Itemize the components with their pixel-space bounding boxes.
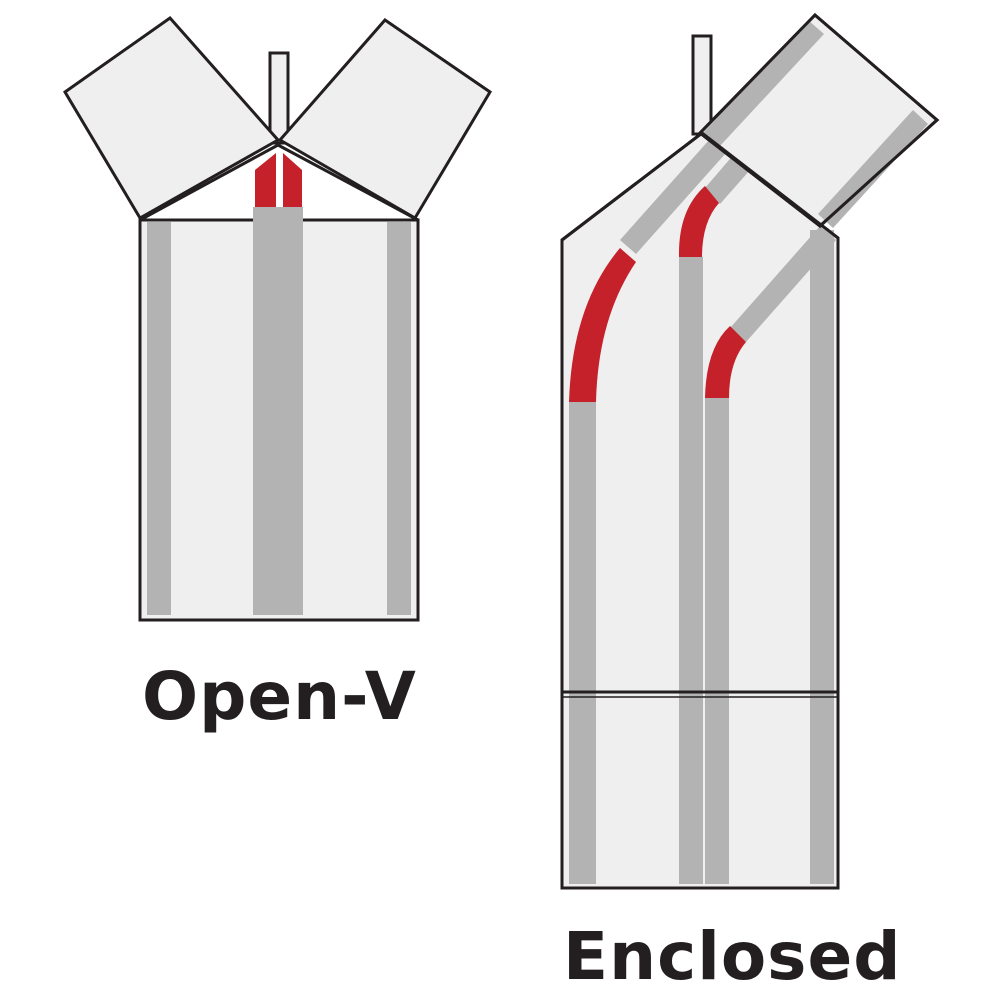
open-v-figure [63, 16, 493, 622]
open-v-center-pin [268, 51, 290, 145]
enclosed-tube-middle-strip [679, 257, 703, 884]
open-v-right-red-bend [283, 153, 302, 207]
open-v-label: Open-V [142, 658, 417, 735]
enclosed-tube-middle [678, 153, 750, 884]
open-v-left-red-bend [255, 153, 276, 207]
open-v-left-strip [147, 222, 171, 615]
enclosed-tube-middle-diagonal [705, 153, 750, 204]
enclosed-center-pin [691, 34, 713, 136]
enclosed-tube-inner [705, 226, 836, 884]
enclosed-head-strip-lower [818, 110, 928, 228]
open-v-center-strip [253, 207, 303, 615]
enclosed-body-outline [560, 131, 840, 890]
open-v-shoulder-line [139, 143, 419, 222]
enclosed-tube-inner-red-bend [705, 326, 746, 398]
enclosed-tube-inner-strip [705, 398, 729, 884]
enclosed-tube-outer-red-bend [569, 248, 636, 402]
enclosed-label: Enclosed [563, 918, 902, 995]
open-v-right-strip [387, 222, 411, 615]
enclosed-figure [560, 12, 940, 890]
enclosed-tube-middle-red-bend [678, 186, 719, 257]
enclosed-left-strip [569, 400, 596, 884]
open-v-left-square [63, 16, 281, 221]
enclosed-right-strip [810, 230, 834, 884]
enclosed-head-strip-upper [703, 20, 824, 147]
enclosed-tube-inner-diagonal [730, 226, 836, 342]
open-v-right-square [277, 18, 493, 221]
